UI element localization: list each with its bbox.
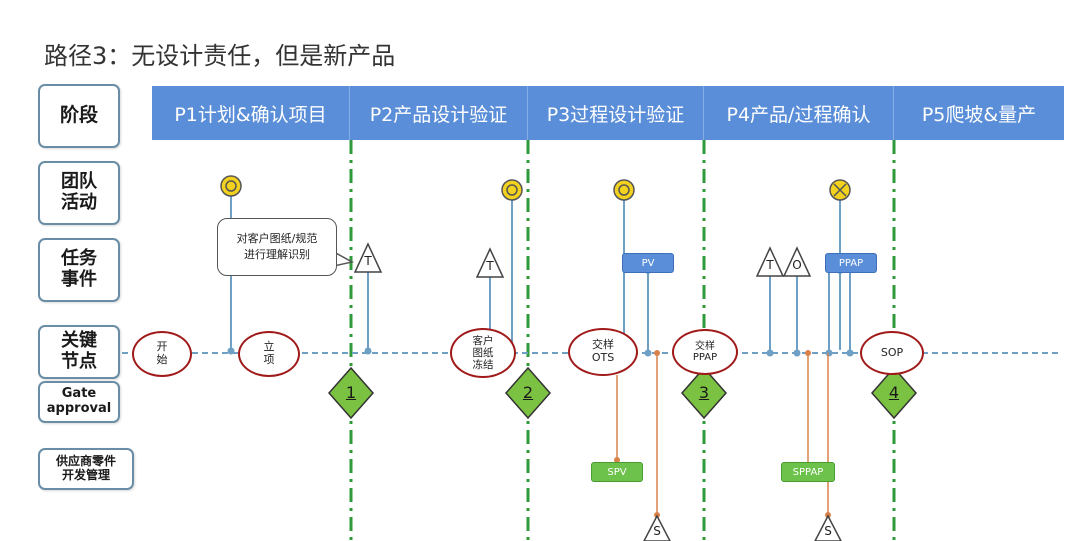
team-circle-1	[220, 175, 242, 197]
triangle-t-2-label: T	[486, 259, 494, 273]
team-circle-2	[501, 179, 523, 201]
row-label-task-text: 任务 事件	[61, 248, 97, 290]
team-circle-3	[613, 179, 635, 201]
row-label-phase: 阶段	[38, 84, 120, 148]
gate-diamond-4	[871, 366, 917, 420]
row-label-milestone: 关键 节点	[38, 325, 120, 379]
gate-diamond-1	[328, 366, 374, 420]
gate-diamonds	[328, 366, 917, 420]
gate-diamond-3	[681, 366, 727, 420]
task-pv: PV	[622, 253, 674, 273]
timeline-dots	[227, 268, 854, 357]
phase-p3: P3过程设计验证	[528, 86, 704, 140]
task-spv: SPV	[591, 462, 643, 482]
row-label-task: 任务 事件	[38, 238, 120, 302]
task-sppap: SPPAP	[781, 462, 835, 482]
triangle-t-3	[755, 246, 785, 277]
gate-lines	[349, 140, 896, 541]
gate-number-3: 3	[698, 383, 710, 402]
gate-number-2: 2	[522, 383, 534, 402]
row-label-team: 团队 活动	[38, 161, 120, 225]
row-label-phase-text: 阶段	[59, 104, 98, 127]
milestone-start: 开 始	[132, 331, 192, 377]
gate-number-4: 4	[888, 383, 900, 402]
triangle-t-2	[475, 247, 505, 278]
row-label-gate-text: Gate approval	[46, 386, 112, 416]
row-label-gate: Gate approval	[38, 381, 120, 423]
gate-diamond-2	[505, 366, 551, 420]
triangle-s-2	[814, 514, 842, 541]
task-ppap: PPAP	[825, 253, 877, 273]
task-triangles	[353, 242, 842, 541]
phase-p1: P1计划&确认项目	[152, 86, 350, 140]
triangle-t-1-label: T	[364, 254, 372, 268]
triangle-t-1	[353, 242, 383, 273]
phase-p5: P5爬坡&量产	[894, 86, 1064, 140]
row-label-team-text: 团队 活动	[61, 171, 97, 213]
triangle-t-3-label: T	[766, 258, 774, 272]
team-activity-icons	[220, 175, 851, 201]
milestone-ppap: 交样 PPAP	[672, 329, 738, 375]
triangle-o-1	[782, 246, 812, 277]
milestone-sop: SOP	[860, 331, 924, 375]
triangle-s-2-label: S	[824, 524, 832, 538]
row-label-supplier-text: 供应商零件 开发管理	[55, 454, 116, 482]
row-label-milestone-text: 关键 节点	[61, 330, 97, 372]
team-circle-x	[829, 179, 851, 201]
callout-bubble: 对客户图纸/规范 进行理解识别	[217, 218, 337, 276]
milestone-ots: 交样 OTS	[568, 328, 638, 376]
row-label-supplier: 供应商零件 开发管理	[38, 448, 134, 490]
milestone-drawing-freeze: 客户 图纸 冻结	[450, 328, 516, 378]
triangle-o-1-label: O	[792, 258, 802, 272]
orange-connectors	[616, 353, 829, 518]
orange-dots	[614, 350, 831, 518]
page-title: 路径3：无设计责任，但是新产品	[44, 42, 396, 70]
phase-p2: P2产品设计验证	[350, 86, 528, 140]
gate-number-1: 1	[345, 383, 357, 402]
triangle-s-1-label: S	[653, 524, 661, 538]
triangle-s-1	[643, 514, 671, 541]
milestone-project-launch: 立 项	[238, 331, 300, 377]
phase-p4: P4产品/过程确认	[704, 86, 894, 140]
